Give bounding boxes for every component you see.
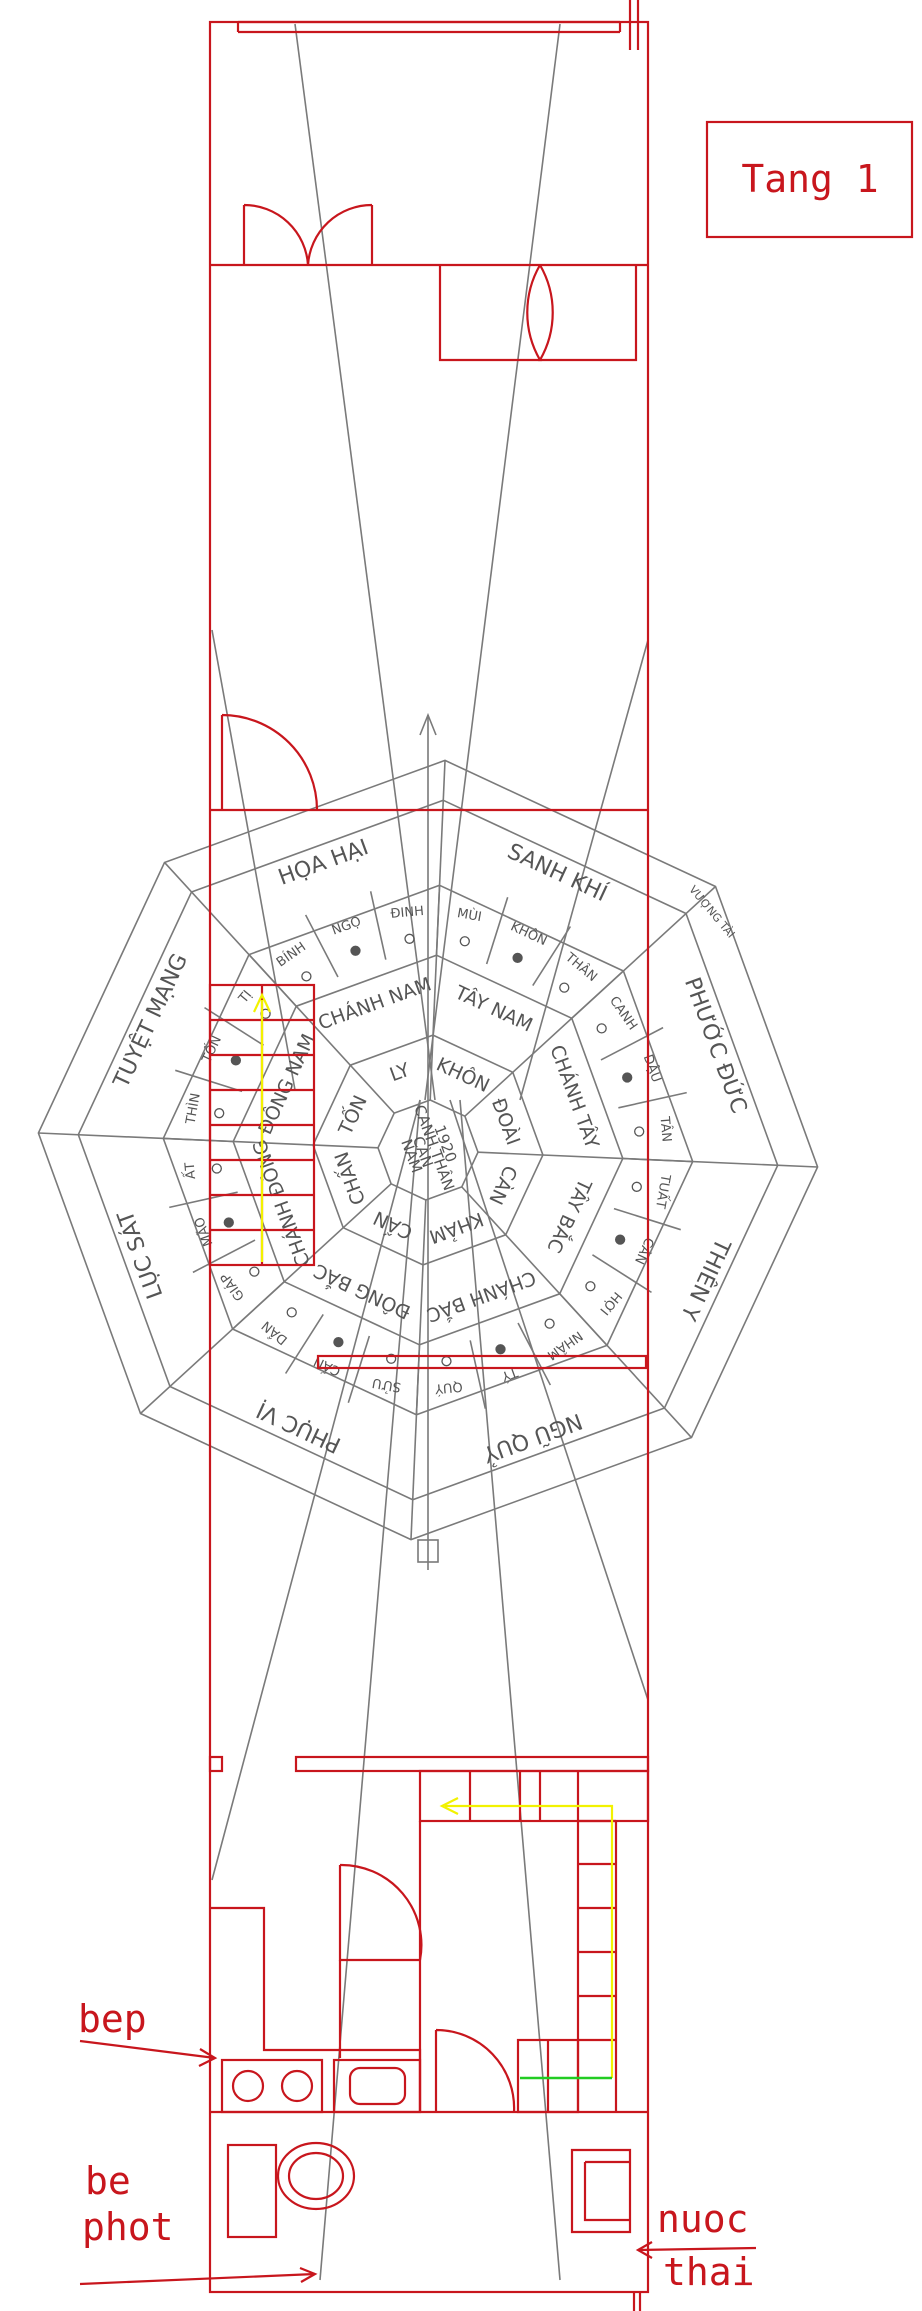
mountain-label: THÌN: [182, 1092, 203, 1127]
mountain-divider: [369, 891, 387, 960]
mountain-dot: [441, 1356, 452, 1367]
inner-ring-label: TỐN: [331, 1090, 372, 1139]
mountain-dot: [214, 1108, 225, 1119]
mountain-divider: [163, 1137, 234, 1143]
mountain-label: MÃO: [191, 1215, 216, 1249]
mountain-divider: [618, 1091, 687, 1109]
mountain-label: THÂN: [561, 949, 600, 985]
mountain-divider: [469, 1340, 487, 1409]
mountain-dot: [223, 1217, 234, 1228]
mountain-dot: [211, 1163, 222, 1174]
mountain-label: ẤT: [181, 1162, 199, 1180]
middle-ring-label: CHÁNH NAM: [315, 972, 434, 1034]
star-label: SANH KHÍ: [503, 838, 611, 907]
label-thai: thai: [663, 2250, 755, 2294]
mountain-label: TỐN: [197, 1033, 225, 1066]
inner-ring-label: CHẤN: [328, 1149, 370, 1209]
mountain-divider: [622, 1157, 693, 1163]
mountain-label: KHÔN: [508, 919, 549, 950]
label-phot: phot: [82, 2205, 174, 2249]
mountain-divider: [559, 1293, 608, 1346]
inner-ring-label: CẤN: [369, 1206, 416, 1246]
mountain-dot: [249, 1266, 260, 1277]
mountain-divider: [485, 897, 509, 965]
mountain-label: NGỌ: [330, 914, 363, 938]
mountain-label: HỢI: [596, 1288, 624, 1317]
mountain-dot: [286, 1307, 297, 1318]
mountain-label: TÂN: [656, 1115, 674, 1143]
mountain-divider: [175, 1069, 243, 1093]
label-be: be: [85, 2159, 131, 2203]
radial-lines: [211, 23, 649, 2281]
mountain-label: CÀN: [631, 1235, 657, 1267]
building-walls: [79, 0, 914, 2311]
mountain-dot: [622, 1072, 633, 1083]
mountain-divider: [532, 926, 572, 986]
mountain-divider: [304, 914, 339, 978]
mountain-label: TÝ: [499, 1364, 520, 1385]
mountain-label: ĐINH: [390, 904, 425, 922]
inner-ring-label: CÀN: [484, 1162, 522, 1208]
mountain-divider: [592, 1254, 652, 1294]
mountain-label: TUẤT: [652, 1172, 675, 1210]
mountain-dot: [495, 1344, 506, 1355]
mountain-divider: [204, 1006, 264, 1046]
label-bep: bep: [78, 1997, 147, 2041]
mountain-label: NHÂM: [544, 1327, 586, 1363]
mountain-dot: [512, 952, 523, 964]
mountain-divider: [517, 1322, 552, 1386]
middle-ring-label: TÂY NAM: [451, 980, 537, 1036]
mountain-dot: [333, 1336, 344, 1348]
mountain-divider: [571, 970, 624, 1019]
mountain-divider: [248, 954, 297, 1007]
mountain-dot: [404, 933, 415, 944]
mountain-divider: [435, 885, 441, 956]
mountain-dot: [614, 1234, 626, 1245]
mountain-dot: [585, 1281, 596, 1292]
mountain-divider: [347, 1335, 371, 1403]
mountain-dot: [631, 1181, 642, 1192]
star-label: LỤC SÁT: [112, 1207, 168, 1303]
mountain-dot: [544, 1318, 555, 1329]
mountain-label: CẤN: [311, 1353, 343, 1380]
inner-ring-label: LY: [387, 1059, 413, 1087]
mountain-divider: [192, 1239, 256, 1274]
mountain-dot: [386, 1353, 397, 1364]
mountain-dot: [559, 982, 570, 993]
mountain-label: MÙI: [456, 905, 483, 925]
title-text: Tang 1: [741, 157, 878, 201]
mountain-dot: [301, 971, 312, 982]
mountain-dot: [350, 945, 361, 956]
mountain-dot: [634, 1126, 645, 1137]
outer-note-label: VƯỢNG TÀI: [686, 883, 737, 940]
mountain-label: SỬU: [371, 1374, 402, 1396]
mountain-divider: [600, 1026, 664, 1061]
middle-ring-label: CHÁNH ĐÔNG: [247, 1137, 315, 1271]
inner-ring-label: ĐOÀI: [487, 1095, 525, 1148]
inner-ring-label: KHẢM: [426, 1208, 487, 1251]
star-label: THIÊN Y: [675, 1233, 736, 1324]
mountain-dot: [596, 1023, 607, 1034]
middle-ring-label: CHÁNH TÂY: [545, 1042, 604, 1152]
star-label: PHỤC VỊ: [253, 1397, 345, 1458]
mountain-label: DẦN: [258, 1317, 291, 1348]
mountain-dot: [459, 936, 470, 947]
mountain-label: TỊ: [236, 988, 256, 1007]
mountain-label: DẬU: [640, 1052, 665, 1084]
middle-ring-label: ĐÔNG BẮC: [309, 1259, 414, 1326]
middle-ring-label: TÂY BẮC: [542, 1175, 599, 1258]
mountain-label: CANH: [606, 994, 640, 1033]
mountain-divider: [232, 1281, 285, 1330]
mountain-dot: [230, 1055, 242, 1066]
label-nuoc: nuoc: [657, 2197, 749, 2241]
star-label: NGŨ QUỶ: [479, 1408, 586, 1469]
mountain-divider: [284, 1314, 324, 1374]
mountain-label: QUÝ: [434, 1378, 463, 1396]
stair-direction: [253, 992, 614, 2080]
